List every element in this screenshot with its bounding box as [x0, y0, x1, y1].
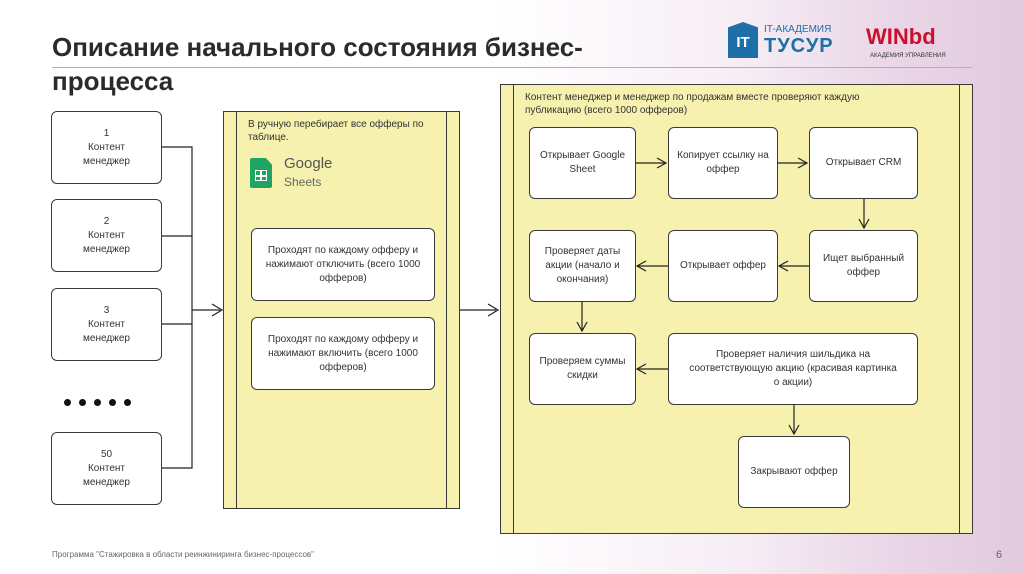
enable-offers-box: Проходят по каждому офферу и нажимают вк…	[251, 317, 435, 390]
sheets-app-sub: Sheets	[284, 175, 322, 189]
ellipsis-dots	[64, 393, 139, 411]
step-check-badge: Проверяет наличия шильдика на соответств…	[668, 333, 918, 405]
footer-program: Программа "Стажировка в области реинжини…	[52, 550, 315, 559]
actor-role: Контент менеджер	[83, 318, 130, 344]
actor-role: Контент менеджер	[83, 229, 130, 255]
actor-number: 1	[103, 127, 110, 139]
winbd-subtitle: АКАДЕМИЯ УПРАВЛЕНИЯ	[870, 53, 946, 59]
winbd-name: WINbd	[866, 24, 936, 49]
page-title: Описание начального состояния бизнес-про…	[52, 32, 583, 96]
tusur-subtitle: IT-АКАДЕМИЯ	[764, 24, 832, 35]
step-find-offer: Ищет выбранный оффер	[809, 230, 918, 302]
connector-actor-1	[162, 146, 193, 310]
arrowhead-lane1	[211, 303, 224, 317]
actor-role: Контент менеджер	[83, 462, 130, 488]
step-check-dates: Проверяет даты акции (начало и окончания…	[529, 230, 636, 302]
lane-manual-review: В ручную перебирает все офферы по таблиц…	[223, 111, 460, 509]
google-sheets-icon	[250, 158, 272, 188]
tusur-name: ТУСУР	[764, 35, 834, 57]
actor-number: 50	[100, 448, 113, 460]
arrowhead-lane2	[487, 303, 500, 317]
step-open-crm: Открывает CRM	[809, 127, 918, 199]
lane-joint-header: Контент менеджер и менеджер по продажам …	[525, 92, 860, 116]
it-badge-icon: IT	[728, 22, 758, 58]
step-close-offer: Закрывают оффер	[738, 436, 850, 508]
step-open-google-sheet: Открывает Google Sheet	[529, 127, 636, 199]
tusur-logo: IT IT-АКАДЕМИЯ ТУСУР	[728, 22, 848, 62]
sheets-app-name: Google	[284, 155, 333, 172]
connector-actor-50	[162, 310, 193, 469]
actor-role: Контент менеджер	[83, 141, 130, 167]
actor-number: 2	[103, 215, 110, 227]
step-open-offer: Открывает оффер	[668, 230, 778, 302]
disable-offers-box: Проходят по каждому офферу и нажимают от…	[251, 228, 435, 301]
winbd-logo: WINbd АКАДЕМИЯ УПРАВЛЕНИЯ	[866, 24, 966, 64]
title-divider	[52, 67, 972, 68]
step-copy-link: Копирует ссылку на оффер	[668, 127, 778, 199]
lane-manual-header: В ручную перебирает все офферы по таблиц…	[248, 119, 424, 143]
page-number: 6	[996, 549, 1003, 561]
actor-number: 3	[103, 304, 110, 316]
step-check-discount: Проверяем суммы скидки	[529, 333, 636, 405]
